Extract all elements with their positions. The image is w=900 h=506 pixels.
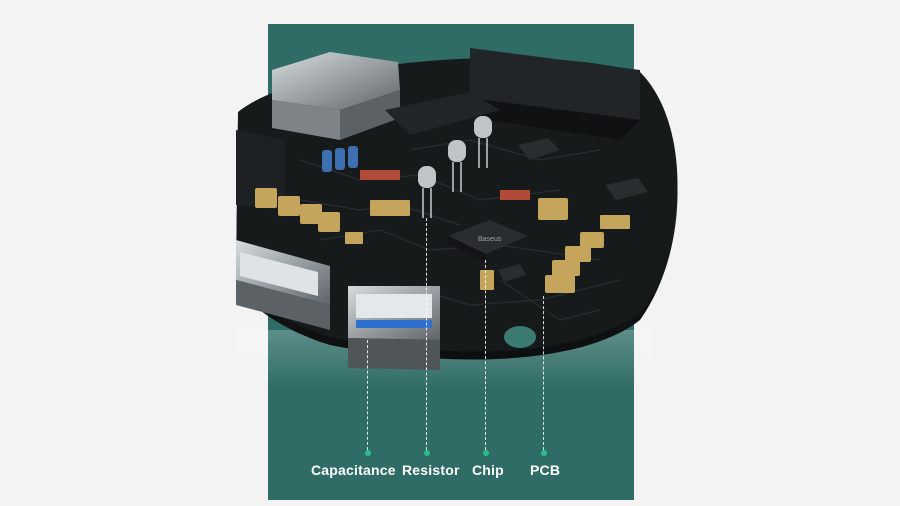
pcb-leader-line	[543, 296, 544, 450]
usb-port-left	[236, 240, 330, 330]
pcb-callout-dot	[541, 450, 547, 456]
chip-small-2	[605, 178, 648, 200]
resistor-leader-line	[426, 218, 427, 450]
capacitance-callout-dot	[365, 450, 371, 456]
chip-callout-dot	[483, 450, 489, 456]
red-resistor-array	[360, 170, 530, 200]
chip-leader-line	[485, 260, 486, 450]
metal-connector	[272, 52, 400, 140]
mounting-hole	[504, 326, 536, 348]
chip-small-1	[518, 138, 560, 160]
callout-label-capacitance: Capacitance	[311, 462, 396, 478]
callout-label-pcb: PCB	[530, 462, 561, 478]
led-components	[418, 116, 492, 218]
capacitance-leader-line	[367, 340, 368, 450]
capacitor-group-left	[255, 188, 340, 232]
small-components	[345, 200, 630, 290]
callout-label-resistor: Resistor	[402, 462, 460, 478]
chip-small-3	[498, 264, 526, 282]
large-component-block	[455, 48, 640, 140]
ic-strip	[385, 92, 500, 135]
main-chip: Baseus	[448, 220, 528, 262]
resistor-callout-dot	[424, 450, 430, 456]
blue-resistors	[322, 146, 358, 172]
usb-port-center	[348, 286, 440, 370]
callout-label-chip: Chip	[472, 462, 504, 478]
capacitor-group-right	[538, 198, 604, 293]
chip-brand-text: Baseus	[478, 236, 502, 243]
